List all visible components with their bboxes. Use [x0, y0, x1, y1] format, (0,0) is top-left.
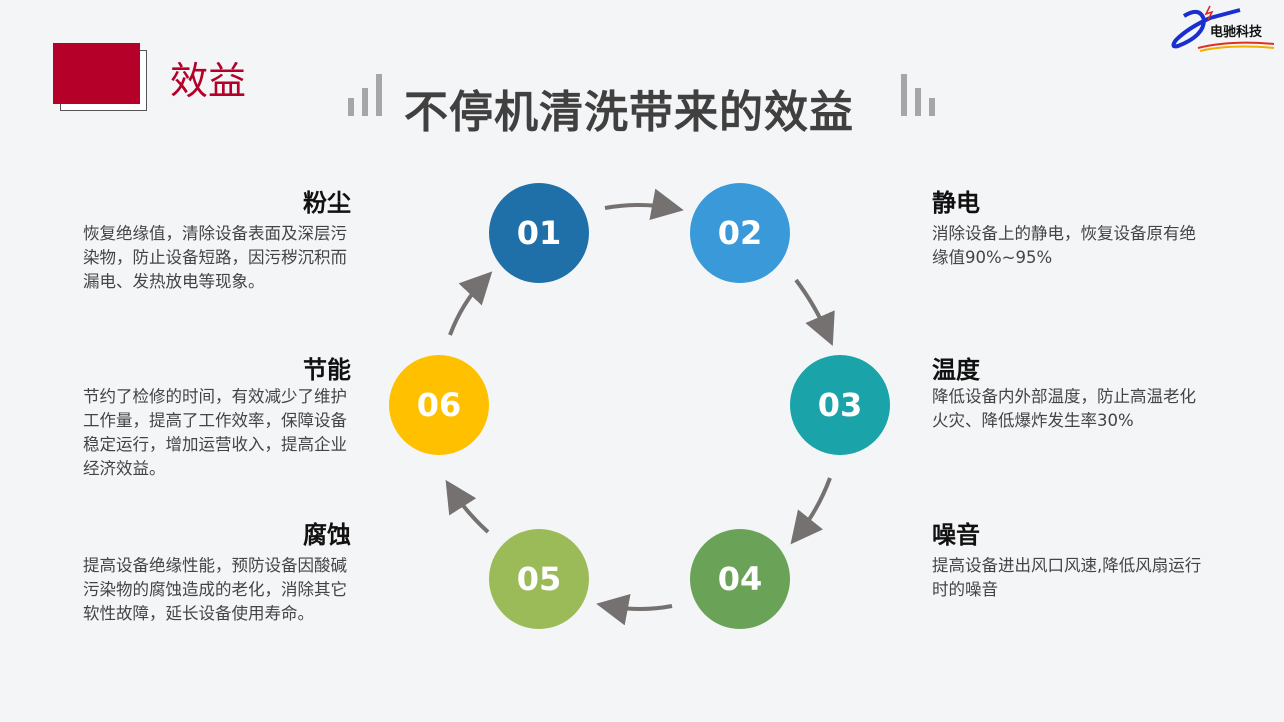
step-circle-04: 04: [690, 529, 790, 629]
benefit-body-corrosion: 提高设备绝缘性能，预防设备因酸碱污染物的腐蚀造成的老化，消除其它软性故障，延长设…: [83, 556, 347, 623]
section-label: 效益: [170, 59, 247, 103]
step-circle-02: 02: [690, 183, 790, 283]
company-logo: 电驰科技: [1170, 2, 1280, 56]
step-circle-01: 01: [489, 183, 589, 283]
title-deco-bar: [348, 98, 354, 116]
benefit-body-static: 消除设备上的静电，恢复设备原有绝缘值90%~95%: [932, 224, 1196, 267]
svg-text:电驰科技: 电驰科技: [1210, 24, 1263, 40]
title-deco-bar: [915, 88, 921, 116]
step-circle-03: 03: [790, 355, 890, 455]
title-deco-bar: [929, 98, 935, 116]
section-marker: [53, 43, 140, 104]
title-deco-bar: [362, 88, 368, 116]
arrow-01-02: [604, 188, 684, 221]
benefit-body-dust: 恢复绝缘值，清除设备表面及深层污染物，防止设备短路，因污秽沉积而漏电、发热放电等…: [83, 224, 347, 291]
title-deco-bar: [376, 74, 382, 116]
arrow-05-06: [445, 479, 490, 534]
step-circle-06: 06: [389, 355, 489, 455]
benefit-body-temperature: 降低设备内外部温度，防止高温老化火灾、降低爆炸发生率30%: [932, 387, 1196, 430]
arrow-02-03: [794, 278, 835, 347]
benefit-title-noise: 噪音: [932, 521, 980, 549]
benefit-title-energy: 节能: [303, 356, 351, 384]
benefit-body-noise: 提高设备进出风口风速,降低风扇运行时的噪音: [932, 556, 1202, 599]
benefit-body-energy: 节约了检修的时间，有效减少了维护工作量，提高了工作效率，保障设备稳定运行，增加运…: [83, 387, 347, 478]
benefit-title-dust: 粉尘: [303, 189, 351, 217]
page-title: 不停机清洗带来的效益: [404, 87, 854, 138]
benefit-title-corrosion: 腐蚀: [303, 521, 351, 549]
step-circle-05: 05: [489, 529, 589, 629]
arrow-03-04: [790, 477, 832, 545]
arrow-04-05: [596, 593, 673, 626]
benefit-title-static: 静电: [932, 189, 980, 217]
title-deco-bar: [901, 74, 907, 116]
arrow-06-01: [448, 271, 493, 336]
benefit-title-temperature: 温度: [932, 356, 980, 384]
